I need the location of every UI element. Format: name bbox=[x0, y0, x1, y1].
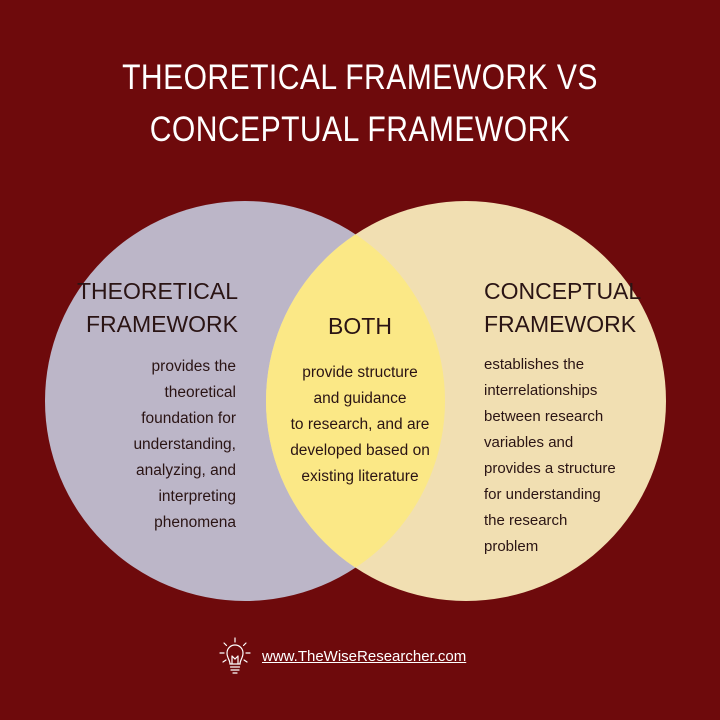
page-title: THEORETICAL FRAMEWORK VS CONCEPTUAL FRAM… bbox=[50, 52, 669, 156]
right-description: establishes the interrelationships betwe… bbox=[484, 356, 616, 555]
right-heading: CONCEPTUAL FRAMEWORK bbox=[484, 278, 642, 337]
footer: www.TheWiseResearcher.com bbox=[218, 636, 466, 676]
middle-description: provide structure and guidance to resear… bbox=[290, 364, 430, 485]
overlap-region bbox=[266, 201, 445, 601]
left-description: provides the theoretical foundation for … bbox=[133, 358, 236, 531]
website-link[interactable]: www.TheWiseResearcher.com bbox=[262, 647, 467, 665]
middle-heading: BOTH bbox=[328, 313, 392, 339]
title-line-1: THEORETICAL FRAMEWORK VS bbox=[122, 58, 598, 97]
lightbulb-icon bbox=[219, 637, 251, 674]
title-line-2: CONCEPTUAL FRAMEWORK bbox=[149, 110, 571, 149]
left-heading: THEORETICAL FRAMEWORK bbox=[76, 278, 238, 337]
